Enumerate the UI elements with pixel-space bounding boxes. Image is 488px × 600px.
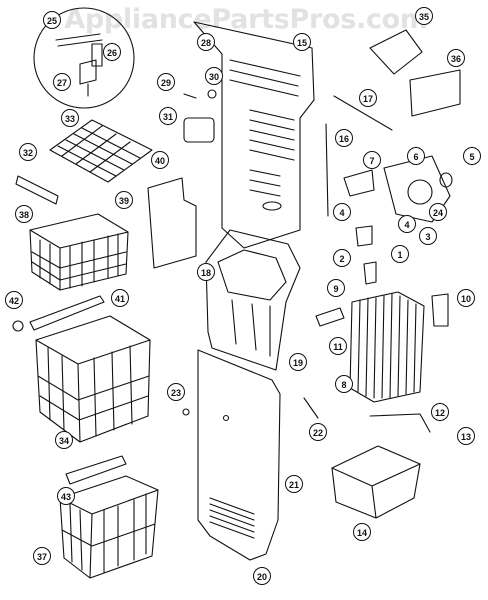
callout-15[interactable]: 15	[293, 33, 311, 51]
callout-30[interactable]: 30	[205, 67, 223, 85]
callout-23[interactable]: 23	[167, 383, 185, 401]
callout-3[interactable]: 3	[419, 227, 437, 245]
callout-4[interactable]: 4	[398, 215, 416, 233]
callout-41[interactable]: 41	[111, 289, 129, 307]
callout-10[interactable]: 10	[457, 289, 475, 307]
basket-rail	[29, 295, 105, 331]
bracket-and-wire	[369, 29, 461, 117]
callout-2[interactable]: 2	[333, 249, 351, 267]
callout-32[interactable]: 32	[19, 143, 37, 161]
wire-basket-small	[29, 213, 129, 291]
callout-14[interactable]: 14	[353, 523, 371, 541]
callout-38[interactable]: 38	[15, 205, 33, 223]
callout-37[interactable]: 37	[33, 547, 51, 565]
callout-17[interactable]: 17	[359, 89, 377, 107]
lamp-assembly	[183, 89, 217, 143]
callout-33[interactable]: 33	[61, 109, 79, 127]
callout-9[interactable]: 9	[327, 279, 345, 297]
callout-8[interactable]: 8	[335, 375, 353, 393]
callout-1[interactable]: 1	[391, 245, 409, 263]
callout-39[interactable]: 39	[115, 191, 133, 209]
roller-part	[15, 175, 59, 205]
callout-12[interactable]: 12	[431, 403, 449, 421]
drain-pan	[331, 445, 421, 519]
callout-5[interactable]: 5	[463, 147, 481, 165]
callout-24[interactable]: 24	[429, 203, 447, 221]
wire-basket-bottom	[59, 455, 159, 579]
callout-21[interactable]: 21	[285, 475, 303, 493]
callout-28[interactable]: 28	[197, 33, 215, 51]
callout-25[interactable]: 25	[43, 11, 61, 29]
callout-29[interactable]: 29	[157, 73, 175, 91]
dispenser-housing	[205, 229, 301, 371]
evaporator-coil	[349, 291, 425, 403]
callout-6[interactable]: 6	[407, 147, 425, 165]
upper-liner-panel	[193, 21, 315, 249]
small-parts	[12, 95, 453, 433]
callout-34[interactable]: 34	[55, 431, 73, 449]
callout-11[interactable]: 11	[329, 337, 347, 355]
callout-20[interactable]: 20	[253, 567, 271, 585]
callout-22[interactable]: 22	[309, 423, 327, 441]
callout-36[interactable]: 36	[447, 49, 465, 67]
lower-liner-panel	[197, 349, 281, 561]
callout-26[interactable]: 26	[103, 43, 121, 61]
callout-4[interactable]: 4	[333, 203, 351, 221]
callout-27[interactable]: 27	[53, 73, 71, 91]
callout-43[interactable]: 43	[57, 487, 75, 505]
wire-basket-large	[35, 315, 151, 443]
callout-7[interactable]: 7	[363, 151, 381, 169]
callout-13[interactable]: 13	[457, 427, 475, 445]
callout-40[interactable]: 40	[151, 151, 169, 169]
wire-shelf	[49, 119, 153, 183]
callout-16[interactable]: 16	[335, 129, 353, 147]
callout-18[interactable]: 18	[197, 263, 215, 281]
callout-42[interactable]: 42	[5, 291, 23, 309]
callout-19[interactable]: 19	[289, 353, 307, 371]
callout-35[interactable]: 35	[415, 7, 433, 25]
side-cover-panel	[147, 177, 197, 269]
callout-31[interactable]: 31	[159, 107, 177, 125]
hinge-detail-inset	[33, 7, 135, 109]
